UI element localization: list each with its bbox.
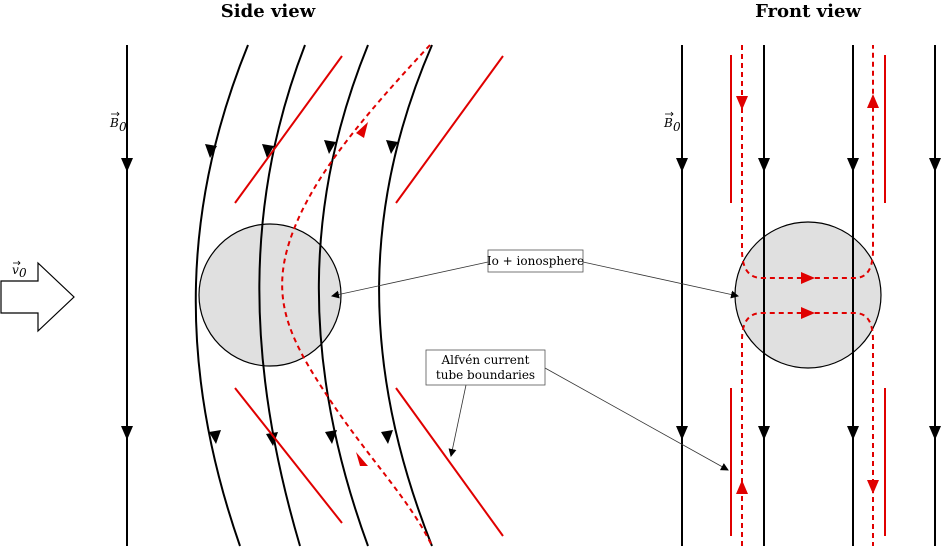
io-body-side [198,223,342,367]
alfven-label-line2: tube boundaries [436,368,535,382]
field-arrowhead-icon [121,426,133,440]
field-arrowhead-icon [381,430,393,444]
bent-field-line [317,44,369,547]
svg-text:0: 0 [19,266,27,280]
current-arrowhead-icon [736,96,748,110]
field-arrowhead-icon [847,426,859,440]
field-arrowhead-icon [929,426,941,440]
svg-text:B: B [109,116,119,130]
field-arrowhead-icon [205,144,217,158]
current-tube-boundary [395,387,504,537]
svg-text:0: 0 [119,120,127,134]
field-arrowhead-icon [758,426,770,440]
field-arrowhead-icon [758,158,770,172]
current-arrowhead-icon [867,480,879,494]
side-view-title: Side view [221,1,316,22]
current-path-side [281,44,433,547]
io-ionosphere-callout: Io + ionosphere [331,249,739,299]
field-arrowhead-icon [676,426,688,440]
bent-field-line [194,44,249,547]
svg-text:B: B [663,116,673,130]
current-arrowhead-icon [356,452,368,466]
svg-text:v: v [12,263,19,277]
field-arrowhead-icon [676,158,688,172]
io-ionosphere-label: Io + ionosphere [487,254,584,268]
bent-field-line [378,44,433,547]
current-arrowhead-icon [801,272,815,284]
current-arrowhead-icon [736,480,748,494]
field-arrowhead-icon [386,140,398,154]
field-arrowhead-icon [121,158,133,172]
field-arrowhead-icon [847,158,859,172]
front-view: B 0 [663,45,941,546]
alfven-tube-callout: Alfvén current tube boundaries [425,349,729,471]
field-arrowhead-icon [324,140,336,154]
field-arrowhead-icon [325,430,337,444]
field-arrowhead-icon [209,430,221,444]
field-arrowhead-icon [262,144,274,158]
current-arrowhead-icon [867,94,879,108]
field-arrowhead-icon [266,432,278,446]
current-arrowhead-icon [801,307,815,319]
io-body-front [734,221,882,369]
side-view: B 0 [109,44,504,547]
current-tube-boundary [234,55,343,204]
alfven-label-line1: Alfvén current [441,353,530,367]
b0-label-side: B 0 [109,111,127,134]
current-arrowhead-icon [356,122,368,138]
current-tube-boundary [234,387,343,524]
b0-label-front: B 0 [663,111,681,134]
svg-text:0: 0 [673,120,681,134]
current-tube-boundary [395,55,504,204]
bent-field-line [258,44,306,547]
field-arrowhead-icon [929,158,941,172]
front-view-title: Front view [755,1,861,22]
flow-arrow: v 0 [0,260,75,333]
block-arrow-right-icon [0,261,75,333]
